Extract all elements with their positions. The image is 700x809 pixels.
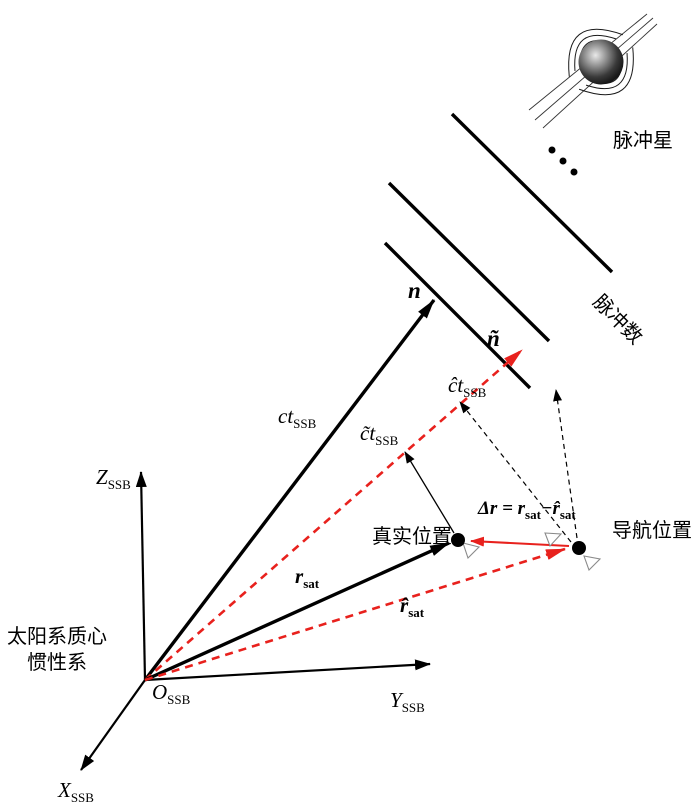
satellite-markers [462,532,602,572]
y-axis [144,659,431,682]
r-sat-label: rsat [295,564,320,591]
y-axis-label: YSSB [390,688,425,715]
z-axis-label: ZSSB [96,465,131,492]
satellite-marker-nav-right [583,555,602,572]
ct-ssb-label: ctSSB [278,404,317,431]
x-axis-label: XSSB [57,778,94,805]
ct-hat-ssb-label: ĉtSSB [448,373,487,400]
ellipsis-dots [548,146,578,176]
satellite-marker-true [462,542,481,560]
pulsar-sphere [578,39,624,85]
wavefront-line-2 [387,181,551,343]
ct-tilde-arrow [404,451,455,534]
delta-r-arrow [470,536,570,547]
frame-label-line2: 惯性系 [27,651,87,674]
x-axis [80,679,146,771]
true-position-dot [451,533,465,547]
ct-hat-arrow-2 [553,389,578,539]
origin-label: OSSB [152,680,191,707]
nav-position-label: 导航位置 [612,519,692,542]
frame-label-line1: 太阳系质心 [7,625,107,648]
coordinate-axes [80,471,431,771]
wavefront-line-1 [450,112,614,274]
delta-r-label: Δr = rsat−r̂sat [477,498,576,522]
pulsar-illustration [528,13,658,129]
pulsar-label: 脉冲星 [613,129,673,152]
r-sat-vector [144,541,450,682]
n-tilde-vector-label: ñ [487,326,500,351]
r-hat-sat-label: r̂sat [400,593,425,620]
n-vector-label: n [408,278,421,303]
wavefront-line-3 [383,241,532,390]
r-hat-sat-vector [144,547,566,682]
satellite-marker-nav-left [544,532,563,548]
ct-tilde-ssb-label: c̃tSSB [360,421,399,448]
wavefront-label: 脉冲数 [588,290,647,349]
z-axis [135,471,147,681]
ct-hat-arrow [459,401,572,543]
nav-position-dot [572,541,586,555]
true-position-label: 真实位置 [372,525,452,548]
n-vector [143,298,436,682]
